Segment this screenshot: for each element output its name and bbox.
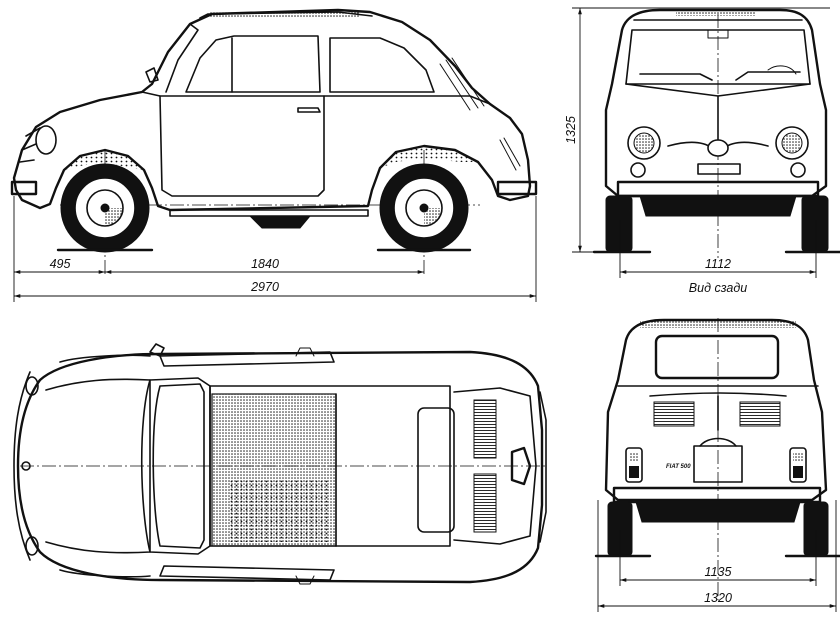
door-handle-top-right [295,575,315,585]
front-trim-lines [19,127,41,163]
label-height: 1325 [564,116,578,144]
headlamp-right-top [25,536,39,556]
lower-underbody [635,501,801,523]
rear-side-window [329,37,435,93]
front-badge [707,139,729,157]
rear-view-upper: 1325 1112 Вид сзади [564,7,840,295]
belt-line [141,91,491,105]
engine-vent-left [653,401,695,427]
wipers [639,71,801,81]
rear-window [654,334,780,380]
tail-light-side [499,137,521,171]
front-left-arch [59,354,151,363]
a-pillar [151,23,199,93]
left-mirror-top [149,343,165,357]
label-overall-length: 2970 [250,280,279,294]
engine-lid-edge [649,392,787,397]
top-view [13,343,547,585]
rear-view-mirror [707,29,729,39]
roof-canvas-upper [676,10,756,16]
door-handle-top-left [295,347,315,357]
rear-wheel-side [376,163,472,253]
side-view: 495 1840 2970 [10,8,538,302]
door-outline [159,95,325,197]
steering-wheel [767,65,797,75]
label-front-overhang: 495 [50,257,71,271]
side-lamp-left [630,162,646,178]
engine-vent-right [739,401,781,427]
label-rear-track: 1112 [705,257,731,271]
sunroof-fold [210,12,360,17]
front-bumper-side [10,180,38,196]
plate-lamp-hood [699,437,737,447]
engine-grill-right [473,473,497,533]
front-right-arch [59,569,151,578]
left-door-top [159,351,335,367]
windshield-glass [152,383,205,549]
underbody [248,215,312,229]
headlamp-left-top [25,376,39,396]
sunroof-folds [230,480,330,542]
rear-bumper-side [496,180,538,196]
label-overall-width: 1320 [704,591,732,605]
label-rear-view: Вид сзади [689,281,747,295]
rear-emblem: FIAT 500 [666,464,691,470]
label-wheelbase: 1840 [251,257,279,271]
front-wheel-side [56,163,154,253]
windshield-top [140,377,211,555]
front-bumper-top [13,371,31,561]
rear-plate [693,445,743,483]
wing-mirror [145,67,159,83]
roof-canvas-lower [640,320,796,328]
upper-underbody [639,195,797,217]
top-body-outline [16,350,544,584]
upper-wheel-right [801,195,829,253]
front-arch-shading [64,150,144,170]
front-side-window [185,35,321,93]
rear-louvres [439,57,485,111]
rear-window-top [417,407,455,533]
licence-lamp-top [510,446,532,486]
rear-view-lower: FIAT 500 1135 1320 [594,318,840,612]
side-lamp-right [790,162,806,178]
sill [169,209,369,217]
upper-wheel-left [605,195,633,253]
front-badge-top [21,461,31,471]
right-door-top [159,565,335,581]
rear-arch-shading [380,146,478,168]
engine-grill-left [473,399,497,459]
headlight-side [35,125,57,155]
bonnet-outline [45,378,151,554]
door-handle [297,107,321,113]
front-plate [697,163,741,175]
engine-lid-top [453,387,537,545]
label-front-track: 1135 [705,565,732,579]
rear-bumper-top [539,391,547,543]
